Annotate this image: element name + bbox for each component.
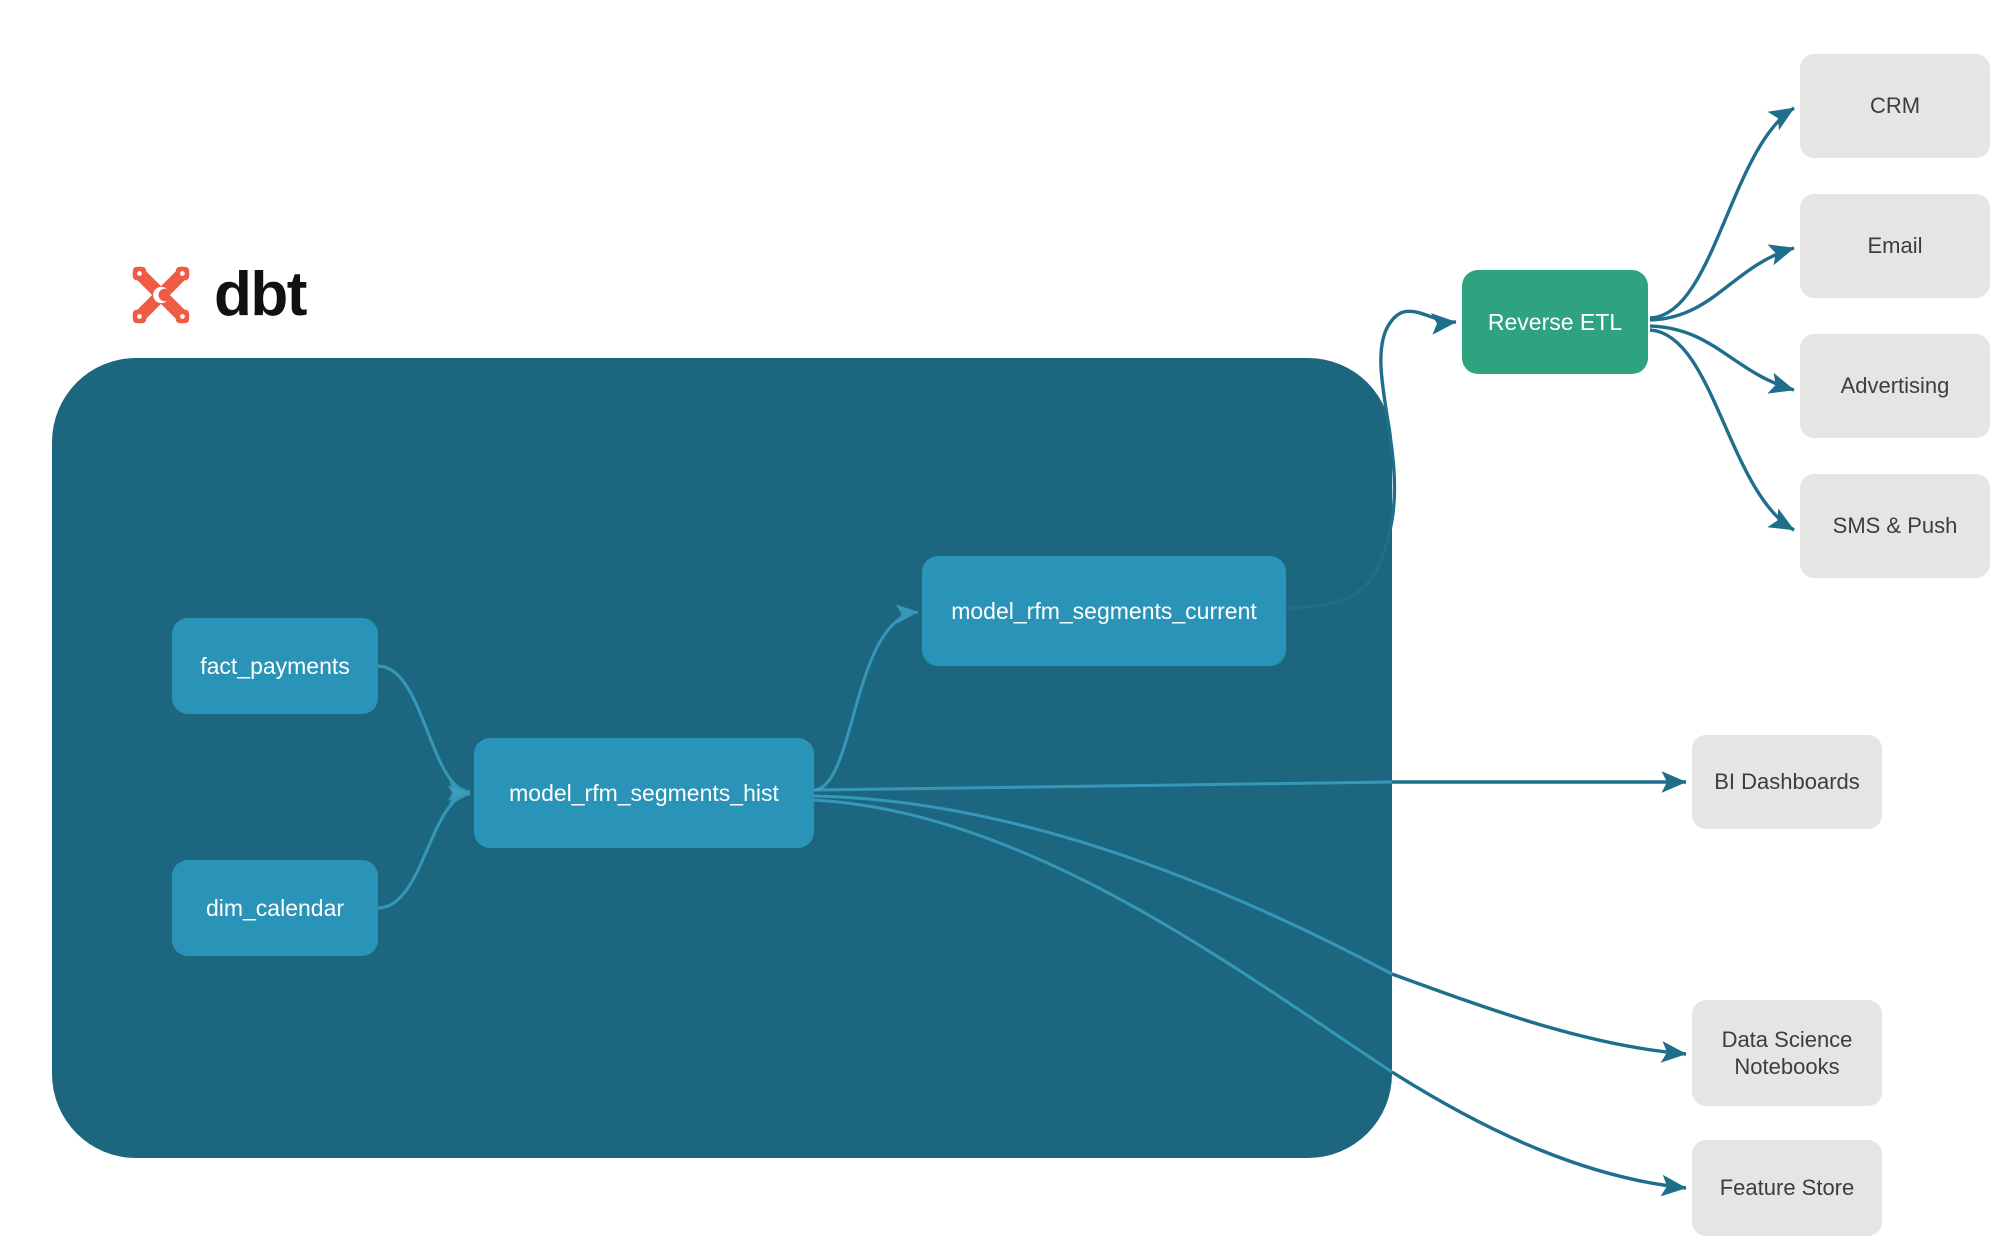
model-node-model-rfm-segments-hist[interactable]: model_rfm_segments_hist: [474, 738, 814, 848]
consumer-node-feature-store[interactable]: Feature Store: [1692, 1140, 1882, 1236]
reverse-etl-label: Reverse ETL: [1487, 308, 1623, 335]
model-node-dim-calendar[interactable]: dim_calendar: [172, 860, 378, 956]
dbt-logo: dbt: [124, 258, 307, 332]
consumer-node-label: Feature Store: [1719, 1175, 1855, 1201]
edge-reverse-etl-to-sms-push: [1649, 328, 1795, 532]
consumer-node-label: BI Dashboards: [1714, 769, 1860, 795]
destination-node-crm[interactable]: CRM: [1800, 54, 1990, 158]
destination-node-label: Email: [1867, 233, 1923, 259]
dbt-logo-text: dbt: [214, 260, 307, 329]
model-node-label: fact_payments: [200, 652, 350, 679]
consumer-node-bi-dashboards[interactable]: BI Dashboards: [1692, 735, 1882, 829]
dbt-logo-mark-icon: [132, 266, 190, 324]
model-node-label: dim_calendar: [205, 894, 345, 921]
destination-node-label: CRM: [1869, 93, 1921, 119]
edge-reverse-etl-to-advertising: [1649, 324, 1795, 394]
destination-node-advertising[interactable]: Advertising: [1800, 334, 1990, 438]
destination-node-email[interactable]: Email: [1800, 194, 1990, 298]
reverse-etl-node[interactable]: Reverse ETL: [1462, 270, 1648, 374]
edge-reverse-etl-to-email: [1649, 244, 1795, 322]
destination-node-label: SMS & Push: [1832, 513, 1958, 539]
edge-rfm-hist-to-feature-store: [1391, 1070, 1687, 1197]
model-node-label: model_rfm_segments_current: [951, 597, 1257, 624]
edge-reverse-etl-to-crm: [1649, 106, 1795, 320]
model-node-fact-payments[interactable]: fact_payments: [172, 618, 378, 714]
edge-rfm-hist-to-ds-notebooks: [1391, 972, 1687, 1063]
destination-node-sms-push[interactable]: SMS & Push: [1800, 474, 1990, 578]
model-node-model-rfm-segments-current[interactable]: model_rfm_segments_current: [922, 556, 1286, 666]
destination-node-label: Advertising: [1840, 373, 1950, 399]
consumer-node-label: Data Science Notebooks: [1721, 1026, 1853, 1080]
model-node-label: model_rfm_segments_hist: [509, 779, 779, 806]
consumer-node-data-science-notebooks[interactable]: Data Science Notebooks: [1692, 1000, 1882, 1106]
